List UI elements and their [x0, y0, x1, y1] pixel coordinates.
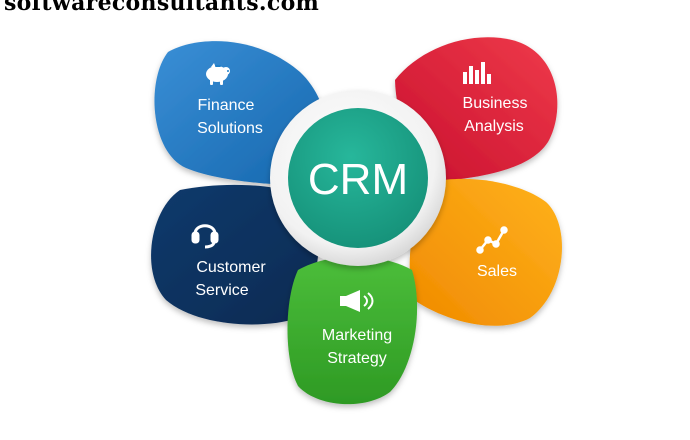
headset-icon — [191, 224, 219, 249]
petal-customer — [151, 184, 320, 325]
petal-business-line1: Business — [463, 95, 528, 112]
petal-finance-line1: Finance — [198, 97, 255, 114]
petal-customer-line1: Customer — [196, 259, 266, 276]
petal-customer-line2: Service — [195, 282, 248, 299]
piggy-bank-icon — [206, 63, 230, 85]
bar-chart-icon — [463, 62, 491, 84]
megaphone-icon — [340, 290, 374, 312]
petal-sales-line1: Sales — [477, 263, 517, 280]
petal-marketing-line2: Strategy — [327, 350, 387, 367]
petal-finance-line2: Solutions — [197, 120, 263, 137]
watermark-text: softwareconsultants.com — [4, 0, 320, 16]
petal-business-line2: Analysis — [464, 118, 524, 135]
center-label: CRM — [308, 155, 408, 204]
trend-line-icon — [476, 226, 508, 254]
petal-sales — [409, 178, 562, 326]
petal-marketing — [287, 256, 418, 405]
center-circle — [288, 108, 428, 248]
petal-marketing-line1: Marketing — [322, 327, 392, 344]
